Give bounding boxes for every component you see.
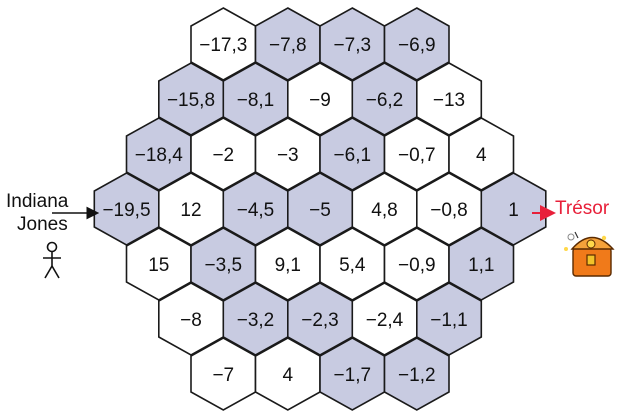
hex-cell-value: −6,9 [398, 35, 436, 56]
hex-cell-value: −6,1 [334, 145, 372, 166]
hex-cell-value: 15 [148, 255, 169, 276]
start-label-line2: Jones [17, 214, 68, 236]
hex-cell-value: −2 [212, 145, 234, 166]
hex-cell-value: −7 [212, 365, 234, 386]
hex-cell-value: 1 [508, 200, 519, 221]
hex-cell-value: −9 [309, 90, 331, 111]
hex-cell-value: −19,5 [102, 200, 150, 221]
stick-figure-icon [43, 243, 61, 279]
hex-cell-value: −7,3 [334, 35, 372, 56]
goal-label: Trésor [555, 198, 609, 220]
hex-cell-value: −13 [433, 90, 465, 111]
hex-cell-value: 9,1 [275, 255, 301, 276]
hex-cell-value: −4,5 [237, 200, 275, 221]
hex-cell-value: −5 [309, 200, 331, 221]
hex-cell-value: 1,1 [468, 255, 494, 276]
hex-cell-value: 4,8 [371, 200, 397, 221]
hex-cell-value: −18,4 [135, 145, 184, 166]
hex-cell-value: −3 [277, 145, 299, 166]
hex-cell-value: −0,8 [430, 200, 468, 221]
hex-cell-value: 4 [283, 365, 294, 386]
hex-cells: −17,3 −7,8 −7,3 −6,9 −15,8 −8,1 −9 −6,2 −13 −18,4… [94, 8, 546, 410]
hex-cell-value: 5,4 [339, 255, 366, 276]
hex-cell-value: −3,5 [205, 255, 243, 276]
hex-cell-value: −15,8 [167, 90, 215, 111]
hex-cell-value: −0,7 [398, 145, 436, 166]
hex-cell-value: −1,2 [398, 365, 436, 386]
hex-cell-value: −8 [180, 310, 202, 331]
hex-cell-value: −7,8 [269, 35, 307, 56]
hex-cell-value: 12 [180, 200, 201, 221]
hex-cell-value: −8,1 [237, 90, 275, 111]
hex-cell-value: −3,2 [237, 310, 275, 331]
hex-cell-value: −17,3 [199, 35, 247, 56]
hex-cell-value: −1,7 [334, 365, 372, 386]
hex-cell-value: −1,1 [430, 310, 468, 331]
hex-cell-value: −6,2 [366, 90, 404, 111]
hex-cell-value: 4 [476, 145, 487, 166]
hex-cell-value: −2,3 [301, 310, 339, 331]
treasure-chest-icon [564, 232, 613, 276]
hex-cell-value: −2,4 [366, 310, 404, 331]
start-label-line1: Indiana [6, 191, 68, 213]
hex-cell-value: −0,9 [398, 255, 436, 276]
